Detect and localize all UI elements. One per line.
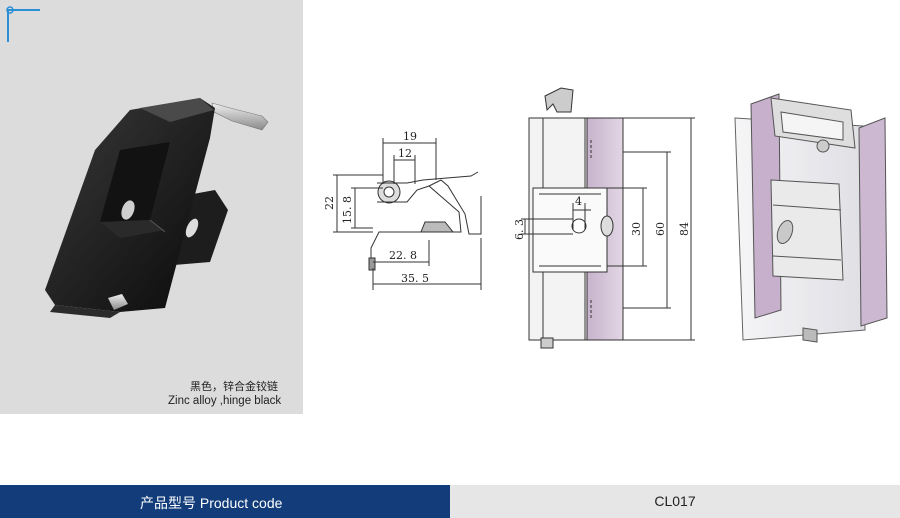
product-code-label-bar: 产品型号 Product code [0, 485, 450, 518]
dim-30: 30 [630, 222, 643, 236]
isometric-view [734, 93, 888, 343]
technical-drawing: 19 12 22 15. 8 22. 8 35. 5 [323, 87, 888, 349]
caption-chinese: 黑色，锌合金铰链 [190, 381, 278, 393]
front-view [521, 87, 695, 349]
dim-15-8: 15. 8 [341, 196, 354, 224]
dim-4: 4 [575, 195, 582, 208]
side-view [333, 138, 482, 290]
dim-6-3: 6. 3 [513, 219, 526, 240]
dim-84: 84 [678, 222, 691, 236]
hinge-product-image [45, 98, 269, 318]
technical-drawing-panel: 19 12 22 15. 8 22. 8 35. 5 [303, 0, 900, 414]
product-code-value: CL017 [654, 493, 696, 509]
product-code-value-bar: CL017 [450, 485, 900, 518]
caption-english: Zinc alloy ,hinge black [168, 395, 282, 407]
dim-60: 60 [654, 222, 667, 236]
dim-22: 22 [323, 196, 336, 210]
corner-bracket-icon [6, 6, 40, 42]
dim-19: 19 [403, 130, 417, 143]
dim-22-8: 22. 8 [389, 249, 417, 262]
dim-35-5: 35. 5 [401, 272, 429, 285]
product-code-label: 产品型号 Product code [140, 495, 283, 511]
dim-12: 12 [398, 147, 412, 160]
product-caption: 黑色，锌合金铰链 Zinc alloy ,hinge black [168, 380, 298, 409]
product-photo-panel: 黑色，锌合金铰链 Zinc alloy ,hinge black [0, 0, 303, 414]
